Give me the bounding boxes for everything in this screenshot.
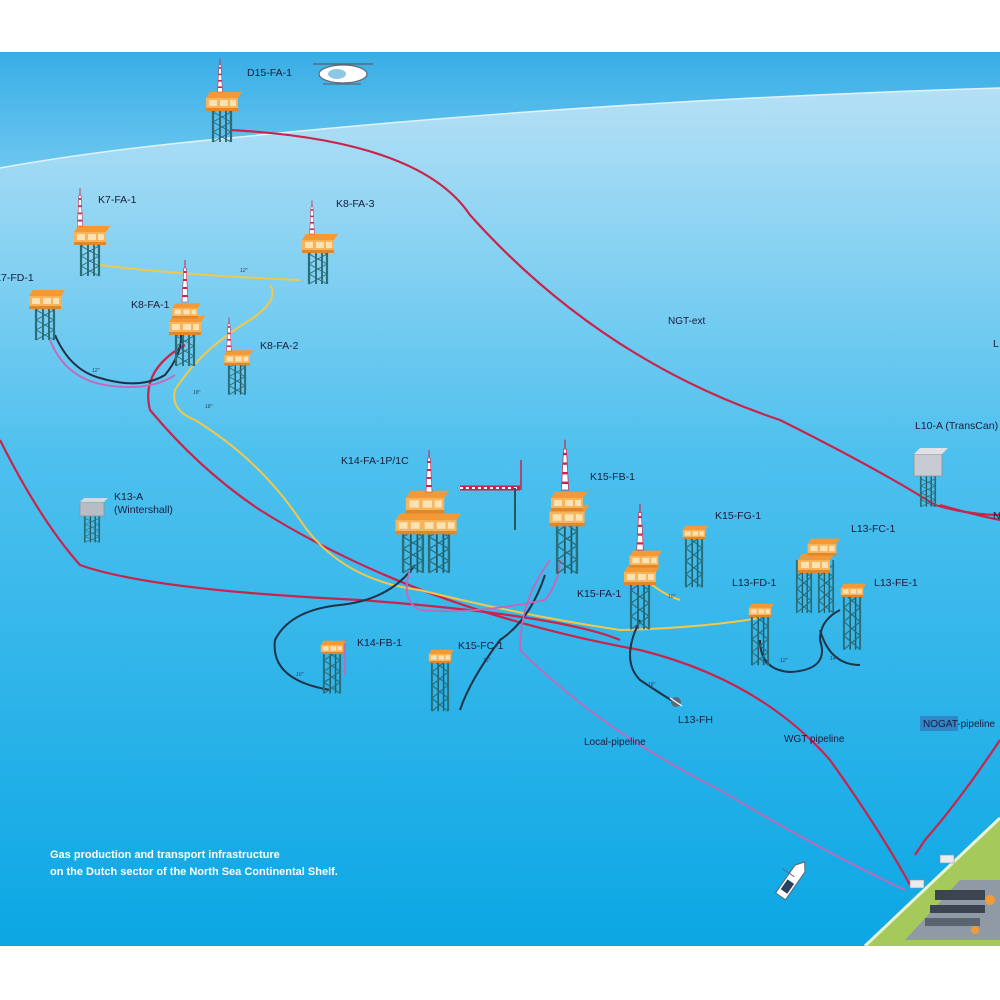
flare-bridge (460, 460, 522, 530)
deck-icon (629, 550, 662, 568)
size-mark: 10" (296, 672, 304, 678)
deck-icon (224, 350, 253, 366)
helicopter-icon (313, 63, 373, 85)
nogat-pipeline-line (914, 739, 1000, 856)
yellow-pipeline-k14 (419, 589, 761, 632)
platform-icon (807, 538, 840, 556)
label-k8-fa-1: K8-FA-1 (131, 299, 170, 311)
right-red-pipeline (939, 503, 1000, 522)
platform-k13-a[interactable] (79, 498, 108, 544)
size-mark: 10" (668, 594, 676, 600)
label-nogat-prefix: NOGAT (923, 719, 958, 730)
platform-l13-fh[interactable] (669, 697, 683, 707)
size-mark: 18" (648, 682, 656, 688)
deck-icon (172, 303, 201, 319)
caption-line-1: Gas production and transport infrastruct… (50, 849, 280, 861)
label-wgt-pipeline: WGT pipeline (784, 734, 845, 745)
deck-icon (74, 226, 110, 245)
yellow-pipeline-k7 (99, 264, 301, 281)
size-mark: 12" (240, 268, 248, 274)
label-ngt-ext: NGT-ext (668, 316, 705, 327)
platform-icon (748, 603, 774, 618)
deck-icon (421, 513, 461, 535)
label-l10-a: L10-A (TransCan) (915, 420, 998, 432)
yellow-pipeline-k8 (173, 284, 421, 591)
label-edge-n: N (993, 510, 1000, 522)
dark-pipeline-k15fc (459, 574, 546, 711)
label-l13-fc-1: L13-FC-1 (851, 523, 896, 535)
platform-icon (840, 583, 866, 598)
horizon-line (0, 87, 1000, 169)
label-l13-fh: L13-FH (678, 714, 713, 726)
label-nogat-suffix: -pipeline (957, 719, 995, 730)
deck-icon (551, 492, 587, 511)
nogat-highlight (920, 716, 958, 731)
label-l13-fd-1: L13-FD-1 (732, 577, 777, 589)
label-k13-a-operator: (Wintershall) (114, 504, 173, 516)
label-k15-fc-1: K15-FC-1 (458, 640, 504, 652)
label-k14-fa-1pc: K14-FA-1P/1C (341, 455, 409, 467)
label-nogat-pipeline: NOGAT-pipeline (923, 719, 996, 730)
size-mark: 16" (483, 658, 491, 664)
platform-icon (29, 290, 65, 309)
label-k14-fb-1: K14-FB-1 (357, 637, 402, 649)
pink-pipeline-k15fb (519, 559, 551, 651)
size-mark: 18" (193, 390, 201, 396)
local-pipeline-line (519, 649, 906, 891)
deck-top (914, 448, 948, 454)
size-mark: 12" (92, 368, 100, 374)
deck-icon (206, 92, 242, 111)
platform-icon (320, 640, 346, 655)
wellhead-mark (669, 697, 683, 707)
deck-icon (624, 566, 660, 585)
size-mark: 18" (205, 404, 213, 410)
size-mark: 12" (780, 658, 788, 664)
deck-top (80, 498, 108, 502)
label-d15-fa-1: D15-FA-1 (247, 67, 292, 79)
coast-line (863, 816, 1000, 948)
label-k7-fa-1: K7-FA-1 (98, 194, 137, 206)
deck-icon (405, 490, 449, 514)
label-l13-fe-1: L13-FE-1 (874, 577, 918, 589)
dark-pipeline-k14fb (273, 564, 416, 691)
label-k13-a: K13-A (114, 491, 143, 503)
label-edge-l: L (993, 338, 999, 350)
caption-line-2: on the Dutch sector of the North Sea Con… (50, 866, 338, 878)
deck-icon (798, 554, 834, 573)
platform-icon (913, 453, 943, 477)
pink-pipeline-k7 (49, 339, 176, 388)
label-k15-fb-1: K15-FB-1 (590, 471, 635, 483)
pipeline-size-marks: 12" 12" 18" 18" 10" 16" 18" 12" 14" 10" (92, 268, 838, 688)
label-k15-fg-1: K15-FG-1 (715, 510, 761, 522)
dark-pipeline-l13fe (819, 629, 861, 666)
sea-area (0, 52, 1000, 946)
pipelines-layer (0, 128, 1000, 891)
supply-ship-icon (774, 861, 806, 901)
platform-icon (428, 649, 454, 664)
label-k8-fa-3: K8-FA-3 (336, 198, 375, 210)
label-k15-fa-1: K15-FA-1 (577, 588, 622, 600)
platform-l10-a[interactable] (913, 448, 948, 508)
deck-icon (169, 316, 205, 335)
horizon-sea (0, 52, 1000, 168)
label-k8-fa-2: K8-FA-2 (260, 340, 299, 352)
platform-icon (79, 501, 105, 517)
label-local-pipeline: Local-pipeline (584, 737, 646, 748)
pink-pipeline-k14 (405, 559, 561, 613)
gas-terminal-icon (905, 854, 1000, 940)
label-k7-fd-1: K7-FD-1 (0, 272, 34, 284)
left-red-pipeline (0, 439, 621, 642)
dark-pipeline-k7 (54, 329, 182, 385)
size-mark: 14" (830, 656, 838, 662)
deck-icon (302, 234, 338, 253)
platform-icon (682, 525, 708, 540)
